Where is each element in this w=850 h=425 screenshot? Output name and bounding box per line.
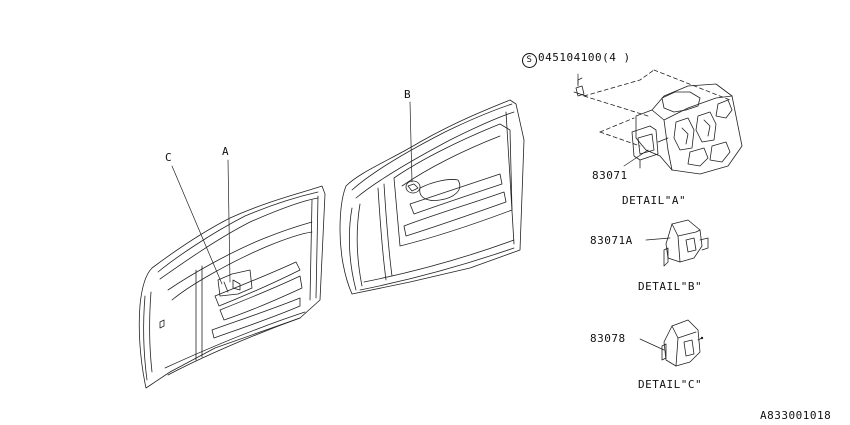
switch-b-part [663, 219, 709, 267]
callout-a-label: A [222, 145, 230, 158]
switch-c-part [661, 319, 704, 367]
detail-b-label: DETAIL"B" [638, 280, 703, 293]
leader-83071 [623, 149, 649, 167]
callout-b-label: B [404, 88, 412, 101]
part-number-83071a: 83071A [590, 234, 633, 247]
detail-a-label: DETAIL"A" [622, 194, 687, 207]
part-number-83071: 83071 [592, 169, 628, 182]
main-window-switch-assembly [631, 83, 743, 175]
leader-c [171, 165, 223, 285]
leader-a [227, 159, 231, 283]
detail-a-guide-lines [583, 69, 731, 147]
part-number-83078: 83078 [590, 332, 626, 345]
rear-door-trim-panel [339, 99, 525, 295]
screw-part [573, 77, 587, 97]
callout-c-label: C [165, 151, 173, 164]
detail-c-label: DETAIL"C" [638, 378, 703, 391]
leader-lines [171, 73, 671, 351]
front-door-trim-panel [138, 185, 326, 389]
diagram-id: A833001018 [760, 409, 832, 422]
leader-b [409, 101, 413, 183]
leader-83078 [639, 338, 665, 351]
s-circle-symbol: S [522, 53, 537, 68]
screw-part-text: 045104100(4 ) [538, 51, 631, 64]
leader-83071a [645, 237, 671, 241]
